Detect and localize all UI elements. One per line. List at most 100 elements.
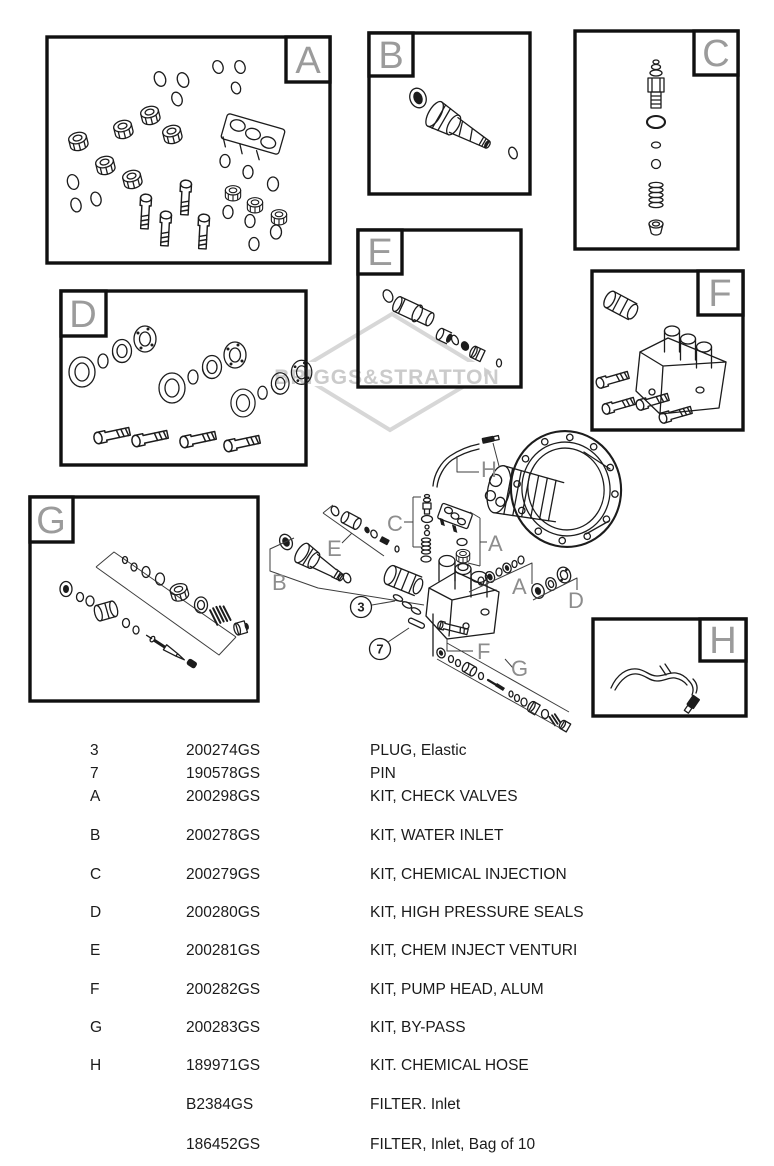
part-number-cell: 200274GS: [186, 742, 261, 759]
ref-cell: H: [90, 1057, 102, 1074]
check-valves-side-callout: A: [468, 555, 533, 599]
box-label-f: F: [708, 273, 731, 315]
box-label-e: E: [367, 232, 392, 274]
part-number-cell: 186452GS: [186, 1136, 261, 1153]
water-inlet-callout: B: [269, 533, 425, 606]
table-row: B2384GS FILTER. Inlet: [0, 1096, 774, 1118]
head-cylinders: [663, 325, 713, 369]
kit-box-d: D: [59, 289, 313, 467]
main-assembly: B E C: [269, 430, 623, 733]
description-cell: PLUG, Elastic: [370, 742, 467, 759]
ref-cell: C: [90, 866, 102, 883]
kit-box-c: C: [573, 29, 740, 251]
box-label-c: C: [702, 33, 729, 75]
description-cell: PIN: [370, 765, 396, 782]
table-row: H 189971GS KIT. CHEMICAL HOSE: [0, 1057, 774, 1079]
callout-f-label: F: [477, 639, 490, 664]
table-row: G 200283GS KIT, BY-PASS: [0, 1019, 774, 1041]
callout-c-label: C: [387, 511, 403, 536]
kit-box-a: A: [45, 35, 332, 265]
box-tab-e: [356, 228, 404, 276]
plug-callout: 3: [349, 594, 422, 619]
unloader-cylinder: [383, 564, 424, 597]
table-row: 3 200274GS PLUG, Elastic: [0, 742, 774, 764]
callout-3-number: 3: [357, 600, 364, 615]
box-tab-d: [59, 289, 108, 338]
bypass-needle: [145, 634, 185, 661]
pump-manifold: [425, 554, 500, 657]
kit-box-e: E: [356, 228, 523, 389]
box-label-b: B: [378, 35, 403, 77]
seals-callout: D: [531, 566, 584, 613]
ref-cell: F: [90, 981, 100, 998]
table-row: C 200279GS KIT, CHEMICAL INJECTION: [0, 866, 774, 888]
box-tab-g: [28, 495, 75, 544]
table-row: D 200280GS KIT, HIGH PRESSURE SEALS: [0, 904, 774, 926]
part-number-cell: 190578GS: [186, 765, 261, 782]
pin-callout: 7: [368, 617, 426, 661]
part-number-cell: 189971GS: [186, 1057, 261, 1074]
exploded-diagram: BRIGGS&STRATTON A: [28, 29, 748, 733]
table-row: A 200298GS KIT, CHECK VALVES: [0, 788, 774, 810]
description-cell: FILTER, Inlet, Bag of 10: [370, 1136, 536, 1153]
bypass-callout: G: [436, 642, 572, 733]
kit-box-g: G: [28, 495, 260, 703]
hose-callout: H: [432, 434, 500, 488]
part-number-cell: 200280GS: [186, 904, 261, 921]
table-row: 7 190578GS PIN: [0, 765, 774, 787]
part-number-cell: 200283GS: [186, 1019, 261, 1036]
callout-a-side-label: A: [512, 574, 527, 599]
ref-cell: G: [90, 1019, 103, 1036]
kit-f-parts: [594, 290, 727, 425]
box-label-a: A: [295, 40, 321, 82]
kit-g-parts: [59, 551, 249, 669]
description-cell: KIT, CHECK VALVES: [370, 788, 518, 805]
callout-d-label: D: [568, 588, 584, 613]
part-number-cell: 200279GS: [186, 866, 261, 883]
description-cell: KIT, PUMP HEAD, ALUM: [370, 981, 544, 998]
venturi-callout: E: [322, 504, 400, 561]
box-label-g: G: [36, 500, 66, 542]
description-cell: FILTER. Inlet: [370, 1096, 461, 1113]
description-cell: KIT, WATER INLET: [370, 827, 504, 844]
description-cell: KIT, CHEMICAL INJECTION: [370, 866, 567, 883]
callout-h-label: H: [481, 457, 497, 482]
head-bolt-callout: F: [437, 620, 490, 664]
kit-d-parts: [68, 325, 313, 454]
box-tab-f: [696, 269, 745, 317]
kit-h-parts: [610, 663, 700, 714]
ref-cell: 3: [90, 742, 99, 759]
callout-g-label: G: [511, 656, 528, 681]
description-cell: KIT. CHEMICAL HOSE: [370, 1057, 529, 1074]
description-cell: KIT, CHEM INJECT VENTURI: [370, 942, 578, 959]
part-number-cell: B2384GS: [186, 1096, 254, 1113]
check-valves-top-callout: A: [437, 502, 503, 572]
box-label-h: H: [709, 620, 736, 662]
ref-cell: D: [90, 904, 102, 921]
box-tab-c: [692, 29, 740, 77]
box-label-d: D: [69, 294, 96, 336]
box-tab-a: [284, 35, 332, 84]
ref-cell: B: [90, 827, 101, 844]
callout-7-number: 7: [376, 642, 383, 657]
part-number-cell: 200278GS: [186, 827, 261, 844]
table-row: B 200278GS KIT, WATER INLET: [0, 827, 774, 849]
table-row: E 200281GS KIT, CHEM INJECT VENTURI: [0, 942, 774, 964]
ref-cell: A: [90, 788, 101, 805]
box-tab-h: [698, 617, 748, 663]
valve-manifold: [220, 113, 286, 161]
part-number-cell: 200282GS: [186, 981, 261, 998]
kit-e-parts: [382, 289, 503, 368]
kit-c-parts: [645, 59, 667, 236]
callout-b-label: B: [272, 570, 287, 595]
table-row: 186452GS FILTER, Inlet, Bag of 10: [0, 1136, 774, 1158]
briggs-stratton-watermark: BRIGGS&STRATTON: [274, 311, 499, 433]
kit-box-f: F: [590, 269, 745, 432]
chem-injection-callout: C: [387, 493, 434, 563]
ref-cell: 7: [90, 765, 99, 782]
part-number-cell: 200298GS: [186, 788, 261, 805]
bypass-spring: [209, 605, 232, 626]
callout-e-label: E: [327, 536, 342, 561]
part-number-cell: 200281GS: [186, 942, 261, 959]
ref-cell: E: [90, 942, 101, 959]
